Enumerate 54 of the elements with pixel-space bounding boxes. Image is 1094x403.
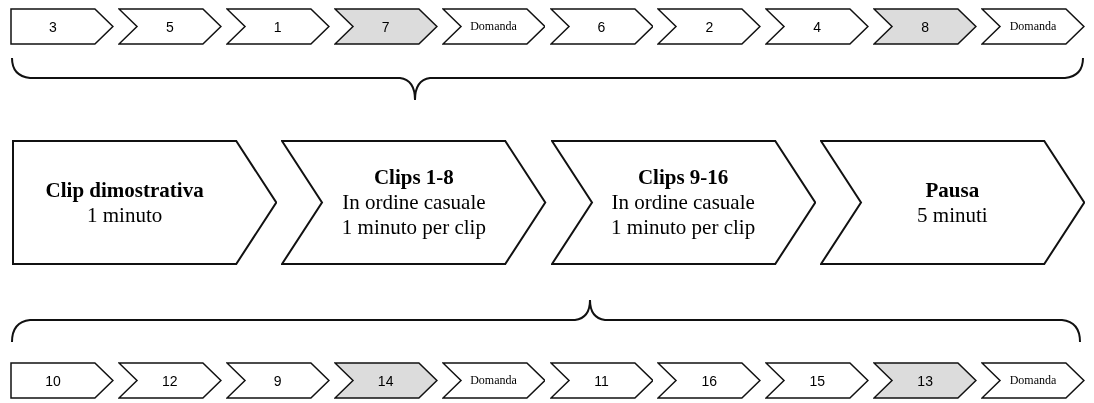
sequence-step xyxy=(333,362,438,399)
sequence-step xyxy=(873,8,978,45)
phase-detail: In ordine casuale xyxy=(342,190,486,215)
sequence-step xyxy=(333,8,438,45)
step-label: 1 xyxy=(273,18,282,35)
step-label: Domanda xyxy=(470,373,517,388)
sequence-step xyxy=(117,362,222,399)
phase-title: Pausa xyxy=(925,177,980,203)
phase-title: Clips 1-8 xyxy=(373,165,454,190)
step-label: Domanda xyxy=(470,19,517,34)
sequence-step xyxy=(441,362,546,399)
step-label: 7 xyxy=(381,18,390,35)
sequence-step xyxy=(225,8,330,45)
step-label: 12 xyxy=(162,372,178,389)
sequence-step xyxy=(657,8,762,45)
phase-detail: 1 minuto per clip xyxy=(341,215,486,240)
step-label: 3 xyxy=(49,18,57,35)
sequence-step xyxy=(981,362,1085,399)
step-label: 16 xyxy=(701,372,718,389)
sequence-step xyxy=(10,8,114,45)
sequence-step xyxy=(225,362,330,399)
step-label: 5 xyxy=(165,18,174,35)
phase-title: Clip dimostrativa xyxy=(45,177,204,203)
step-label: Domanda xyxy=(1009,19,1057,34)
phase-detail: 5 minuti xyxy=(917,202,988,228)
sequence-step xyxy=(549,8,654,45)
step-label: 11 xyxy=(594,372,609,389)
step-label: 6 xyxy=(597,18,606,35)
sequence-step xyxy=(441,8,546,45)
step-label: 4 xyxy=(813,18,822,35)
sequence-step xyxy=(657,362,762,399)
sequence-step xyxy=(549,362,654,399)
phase-step xyxy=(550,140,816,265)
step-label: 14 xyxy=(377,372,394,389)
phase-detail: 1 minuto xyxy=(87,202,163,228)
step-label: Domanda xyxy=(1009,373,1057,388)
sequence-step xyxy=(10,362,114,399)
step-label: 13 xyxy=(917,372,933,389)
sequence-step xyxy=(873,362,978,399)
phase-step xyxy=(819,140,1085,265)
sequence-step xyxy=(765,8,870,45)
step-label: 8 xyxy=(921,18,930,35)
phase-detail: In ordine casuale xyxy=(611,190,755,215)
step-label: 15 xyxy=(809,372,826,389)
step-label: 10 xyxy=(45,372,61,389)
step-label: 2 xyxy=(705,18,714,35)
sequence-step xyxy=(765,362,870,399)
phase-step xyxy=(281,140,547,265)
sequence-step xyxy=(117,8,222,45)
step-label: 9 xyxy=(273,372,282,389)
sequence-step xyxy=(981,8,1085,45)
phase-detail: 1 minuto per clip xyxy=(611,215,756,240)
phase-step xyxy=(12,140,278,265)
phase-title: Clips 9-16 xyxy=(637,165,729,190)
